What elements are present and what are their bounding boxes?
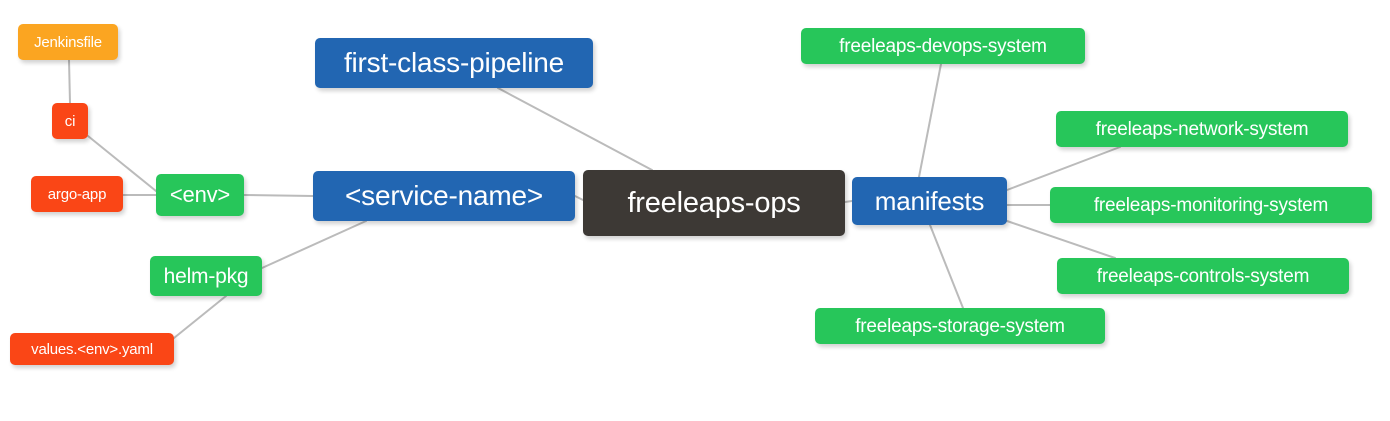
edge-manifests-to-freeleaps-devops-system <box>918 63 942 178</box>
node-ci[interactable]: ci <box>52 103 88 139</box>
node-label: manifests <box>874 186 985 216</box>
node-freeleaps-network-system[interactable]: freeleaps-network-system <box>1056 111 1348 147</box>
node-label: <env> <box>169 182 231 207</box>
node-values-yaml[interactable]: values.<env>.yaml <box>10 333 174 365</box>
edge-first-class-pipeline-to-freeleaps-ops <box>497 87 653 171</box>
edge-freeleaps-ops-to-manifests <box>844 200 853 203</box>
node-label: Jenkinsfile <box>34 33 102 51</box>
node-label: freeleaps-devops-system <box>839 35 1047 57</box>
node-label: freeleaps-ops <box>627 186 801 219</box>
node-label: freeleaps-controls-system <box>1096 265 1310 287</box>
edge-service-name-to-freeleaps-ops <box>574 195 584 201</box>
edge-jenkinsfile-to-ci <box>68 59 71 104</box>
node-label: <service-name> <box>345 180 543 211</box>
node-freeleaps-devops-system[interactable]: freeleaps-devops-system <box>801 28 1085 64</box>
node-helm-pkg[interactable]: helm-pkg <box>150 256 262 296</box>
node-freeleaps-controls-system[interactable]: freeleaps-controls-system <box>1057 258 1349 294</box>
node-first-class-pipeline[interactable]: first-class-pipeline <box>315 38 593 88</box>
edge-manifests-to-freeleaps-controls-system <box>1006 220 1116 259</box>
node-label: freeleaps-storage-system <box>855 315 1065 337</box>
node-jenkinsfile[interactable]: Jenkinsfile <box>18 24 118 60</box>
node-label: helm-pkg <box>163 264 249 288</box>
edge-helm-pkg-to-service-name <box>261 220 367 269</box>
node-label: freeleaps-monitoring-system <box>1093 194 1329 216</box>
edge-manifests-to-freeleaps-network-system <box>1006 146 1121 191</box>
edge-manifests-to-freeleaps-storage-system <box>929 224 964 309</box>
node-label: values.<env>.yaml <box>31 340 153 358</box>
node-argo-app[interactable]: argo-app <box>31 176 123 212</box>
edge-env-to-service-name <box>243 194 314 197</box>
node-label: first-class-pipeline <box>343 47 565 78</box>
node-label: ci <box>64 112 76 130</box>
node-manifests[interactable]: manifests <box>852 177 1007 225</box>
node-freeleaps-ops[interactable]: freeleaps-ops <box>583 170 845 236</box>
node-env[interactable]: <env> <box>156 174 244 216</box>
node-label: argo-app <box>47 185 107 203</box>
node-freeleaps-monitoring-system[interactable]: freeleaps-monitoring-system <box>1050 187 1372 223</box>
node-service-name[interactable]: <service-name> <box>313 171 575 221</box>
edge-values-yaml-to-helm-pkg <box>173 295 227 339</box>
node-freeleaps-storage-system[interactable]: freeleaps-storage-system <box>815 308 1105 344</box>
node-label: freeleaps-network-system <box>1095 118 1309 140</box>
